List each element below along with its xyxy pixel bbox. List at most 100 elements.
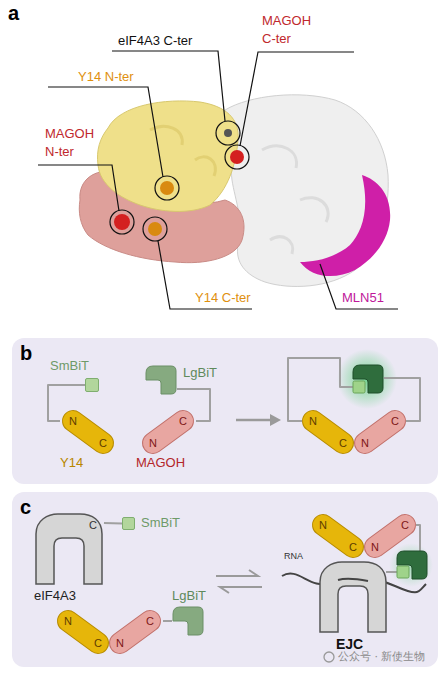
node-shape	[145, 365, 177, 395]
magoh-pill	[153, 421, 183, 443]
terminus-letter: C	[95, 436, 111, 450]
node-box: CeIF4A3	[34, 512, 104, 586]
eif4a3-shading	[262, 146, 328, 254]
protein-name: eIF4A3	[34, 588, 76, 603]
y14-pill	[313, 421, 343, 443]
y14-pill	[68, 621, 98, 643]
terminus-letter: C	[345, 540, 361, 554]
node-shape	[362, 512, 418, 560]
smbit-reconstituted	[397, 566, 409, 578]
terminus-dot	[160, 181, 174, 195]
node-shape	[60, 408, 116, 456]
terminus-letter: N	[112, 636, 128, 650]
y14-pill-outline	[323, 525, 353, 547]
node-shape	[352, 408, 408, 456]
node-shape	[300, 408, 356, 456]
terminus-dot	[148, 222, 162, 236]
lgbit-reconstituted	[397, 551, 427, 579]
terminus-letter: N	[60, 614, 76, 628]
terminus-letter: C	[175, 414, 191, 428]
lgbit-shape	[173, 607, 203, 635]
node-shape	[140, 408, 196, 456]
smbit-reconstituted	[353, 381, 365, 393]
y14-pill-outline	[73, 421, 103, 443]
equilibrium-arrows	[216, 570, 262, 593]
magoh-pill-outline	[375, 525, 405, 547]
node-shape	[55, 608, 111, 656]
lgbit-reconstituted	[353, 365, 383, 393]
node-box: SmBiT	[122, 517, 135, 530]
linker-connector	[163, 620, 172, 622]
smbit-square	[123, 518, 135, 530]
leader-lines	[38, 51, 398, 309]
figure-label: EJC	[336, 636, 363, 652]
process-arrow	[236, 419, 271, 422]
arrow-head	[270, 414, 281, 426]
terminus-dot	[114, 214, 130, 230]
panel-letter: b	[20, 342, 32, 365]
watermark-icon	[324, 652, 334, 662]
fragment-name: SmBiT	[141, 515, 180, 530]
protein-name: Y14	[60, 455, 83, 470]
terminus-letter: C	[90, 636, 106, 650]
luminescence-glow	[389, 543, 433, 587]
node-box: LgBiT	[145, 365, 177, 395]
node-box: NC	[107, 608, 163, 656]
node-shape	[107, 608, 163, 656]
terminus-dot	[224, 129, 232, 137]
magoh-pill-outline	[365, 421, 395, 443]
terminus-letter: N	[305, 414, 321, 428]
terminus-letter: C	[335, 436, 351, 450]
fragment-name: SmBiT	[50, 358, 89, 373]
mln51-surface	[300, 175, 390, 276]
magoh-pill-outline	[153, 421, 183, 443]
node-box: NCMAGOH	[140, 408, 196, 456]
figure-label: Y14 N-ter	[78, 69, 134, 84]
terminus-letter: N	[65, 414, 81, 428]
eif4a3-shape	[36, 514, 102, 584]
node-box: LgBiT	[172, 606, 204, 636]
terminus-letter: N	[367, 540, 383, 554]
magoh-pill	[375, 525, 405, 547]
node-shape	[85, 378, 99, 392]
node-box: NC	[352, 408, 408, 456]
terminus-dot	[230, 150, 244, 164]
figure-label: Y14 C-ter	[195, 290, 251, 305]
panel-letter: a	[8, 2, 19, 25]
figure-label: MAGOH N-ter	[45, 125, 101, 161]
y14-surface	[97, 101, 238, 211]
figure-label: MLN51	[342, 290, 384, 305]
y14-shading	[150, 126, 215, 176]
y14-pill	[323, 525, 353, 547]
figure-label: eIF4A3 C-ter	[118, 33, 192, 48]
figure-label: MAGOH C-ter	[262, 12, 318, 48]
node-shape	[172, 606, 204, 636]
node-box: NCY14	[60, 408, 116, 456]
terminus-letter: N	[357, 436, 373, 450]
eif4a3-ejc	[320, 562, 386, 632]
fragment-name: LgBiT	[183, 365, 217, 380]
callout-circles	[110, 121, 249, 241]
terminus-letter: C	[142, 614, 158, 628]
y14-pill-outline	[313, 421, 343, 443]
node-shape	[310, 512, 366, 560]
terminus-letter: N	[145, 436, 161, 450]
magoh-pill	[365, 421, 395, 443]
magoh-pill-outline	[120, 621, 150, 643]
protein-name: MAGOH	[136, 455, 185, 470]
y14-pill-outline	[68, 621, 98, 643]
terminus-letter: C	[86, 518, 100, 532]
panel-letter: c	[20, 496, 31, 519]
watermark: 公众号 · 新使生物	[338, 650, 426, 663]
terminus-letter: C	[397, 518, 413, 532]
fragment-name: LgBiT	[172, 588, 206, 603]
node-box: NC	[310, 512, 366, 560]
terminus-letter: C	[387, 414, 403, 428]
rna-strand-front	[338, 579, 368, 581]
node-shape	[122, 517, 135, 530]
terminus-letter: N	[315, 518, 331, 532]
